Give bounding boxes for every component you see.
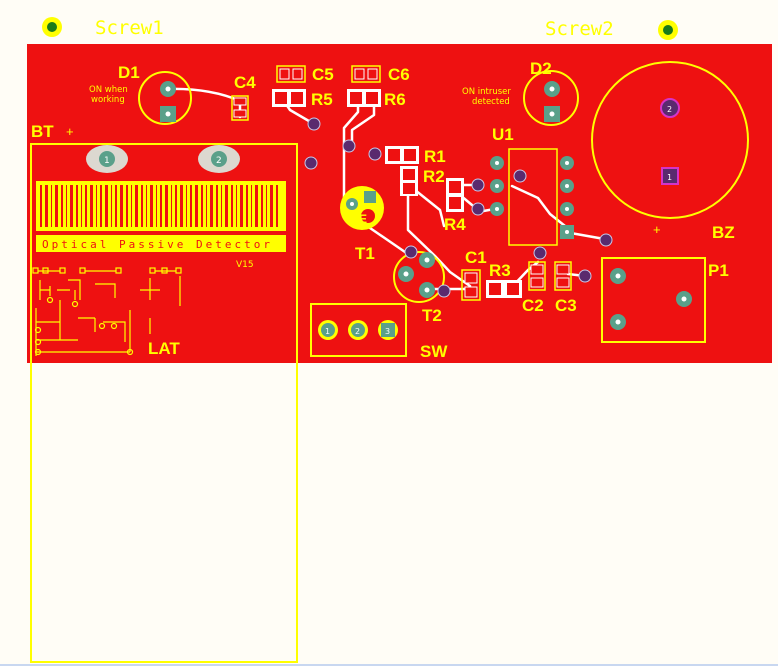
capacitor-c2[interactable]: [528, 261, 546, 291]
led-d1-pad-cathode[interactable]: [160, 106, 176, 122]
resistor-r4[interactable]: [446, 178, 464, 212]
barcode-graphic: [36, 181, 286, 231]
potentiometer-p1-outline[interactable]: [601, 257, 706, 343]
resistor-r1[interactable]: [385, 146, 419, 164]
buzzer-pad-2[interactable]: [660, 98, 680, 118]
transistor-t1-pin-label: E: [359, 212, 367, 226]
resistor-r6-label: R6: [384, 90, 406, 109]
product-name-band: [36, 235, 286, 252]
led-d2-pad-anode[interactable]: [544, 81, 560, 97]
resistor-r5-label: R5: [311, 90, 333, 109]
switch-sw-outline[interactable]: [310, 303, 407, 357]
screw1-marker[interactable]: [42, 17, 62, 37]
buzzer-pad-1-number: 1: [667, 173, 672, 182]
led-d2-note-line1: ON intruser: [462, 87, 511, 97]
potentiometer-p1-label: P1: [708, 261, 729, 280]
switch-sw-pads[interactable]: [318, 320, 398, 340]
transistor-t1-label: T1: [355, 244, 375, 263]
switch-sw-pin1: 1: [325, 327, 330, 336]
screw1-label: Screw1: [95, 17, 164, 39]
capacitor-c6-label: C6: [388, 65, 410, 84]
capacitor-c4-label: C4: [234, 73, 256, 92]
screw2-marker[interactable]: [658, 20, 678, 40]
transistor-t2-outline[interactable]: [393, 251, 445, 303]
buzzer-bz-plus-label: +: [653, 222, 661, 237]
capacitor-c5-label: C5: [312, 65, 334, 84]
ic-u1-pads[interactable]: [490, 156, 574, 239]
potentiometer-p1-pads[interactable]: [610, 268, 692, 330]
capacitor-c1-label: C1: [465, 248, 487, 267]
capacitor-c2-label: C2: [522, 296, 544, 315]
switch-sw-pin2: 2: [355, 327, 360, 336]
led-d2-outline[interactable]: [523, 70, 579, 126]
battery-pad-1-number: 1: [104, 156, 110, 166]
resistor-r5[interactable]: [272, 89, 306, 107]
resistor-r4-label: R4: [444, 215, 466, 234]
led-d2-label: D2: [530, 59, 552, 78]
capacitor-c1[interactable]: [461, 269, 481, 301]
transistor-t1-pads[interactable]: [346, 191, 376, 223]
transistor-t2-label: T2: [422, 306, 442, 325]
battery-plus-label: +: [66, 124, 74, 139]
capacitor-c6[interactable]: [351, 65, 381, 83]
resistor-r2-label: R2: [423, 167, 445, 186]
product-name-text: Optical Passive Detector: [42, 238, 273, 251]
version-text: V15: [236, 260, 254, 270]
battery-holder-outline[interactable]: [30, 143, 298, 663]
buzzer-pad-1[interactable]: [661, 167, 679, 185]
led-d1-note-line2: working: [91, 95, 125, 105]
switch-sw-label: SW: [420, 342, 448, 361]
via-set[interactable]: [304, 117, 613, 298]
transistor-t2-pads[interactable]: [398, 252, 435, 298]
switch-sw-pin3: 3: [385, 327, 390, 336]
capacitor-c3-label: C3: [555, 296, 577, 315]
led-d1-note-line1: ON when: [89, 85, 128, 95]
buzzer-bz-label: BZ: [712, 223, 735, 242]
lat-silkscreen-drawing: [32, 267, 182, 356]
resistor-r3-label: R3: [489, 261, 511, 280]
battery-pad-2[interactable]: [198, 145, 240, 173]
ic-u1-label: U1: [492, 125, 514, 144]
capacitor-c5[interactable]: [276, 65, 306, 83]
lat-label: LAT: [148, 339, 180, 358]
ic-u1-outline[interactable]: [508, 148, 558, 246]
led-d2-pad-cathode[interactable]: [544, 106, 560, 122]
capacitor-c3[interactable]: [554, 261, 572, 291]
resistor-r2[interactable]: [400, 166, 418, 196]
led-d1-outline[interactable]: [138, 71, 192, 125]
battery-pad-2-number: 2: [216, 156, 222, 166]
resistor-r3[interactable]: [486, 280, 522, 298]
buzzer-pad-2-number: 2: [667, 105, 672, 114]
battery-label: BT: [31, 122, 54, 141]
screw2-label: Screw2: [545, 18, 614, 40]
led-d1-pad-anode[interactable]: [160, 81, 176, 97]
led-d2-note-line2: detected: [472, 97, 510, 107]
buzzer-bz-outline[interactable]: [591, 61, 749, 219]
battery-pad-1[interactable]: [86, 145, 128, 173]
capacitor-c4[interactable]: [231, 95, 249, 121]
led-d1-label: D1: [118, 63, 140, 82]
resistor-r6[interactable]: [347, 89, 381, 107]
resistor-r1-label: R1: [424, 147, 446, 166]
bottom-rule: [0, 664, 778, 666]
